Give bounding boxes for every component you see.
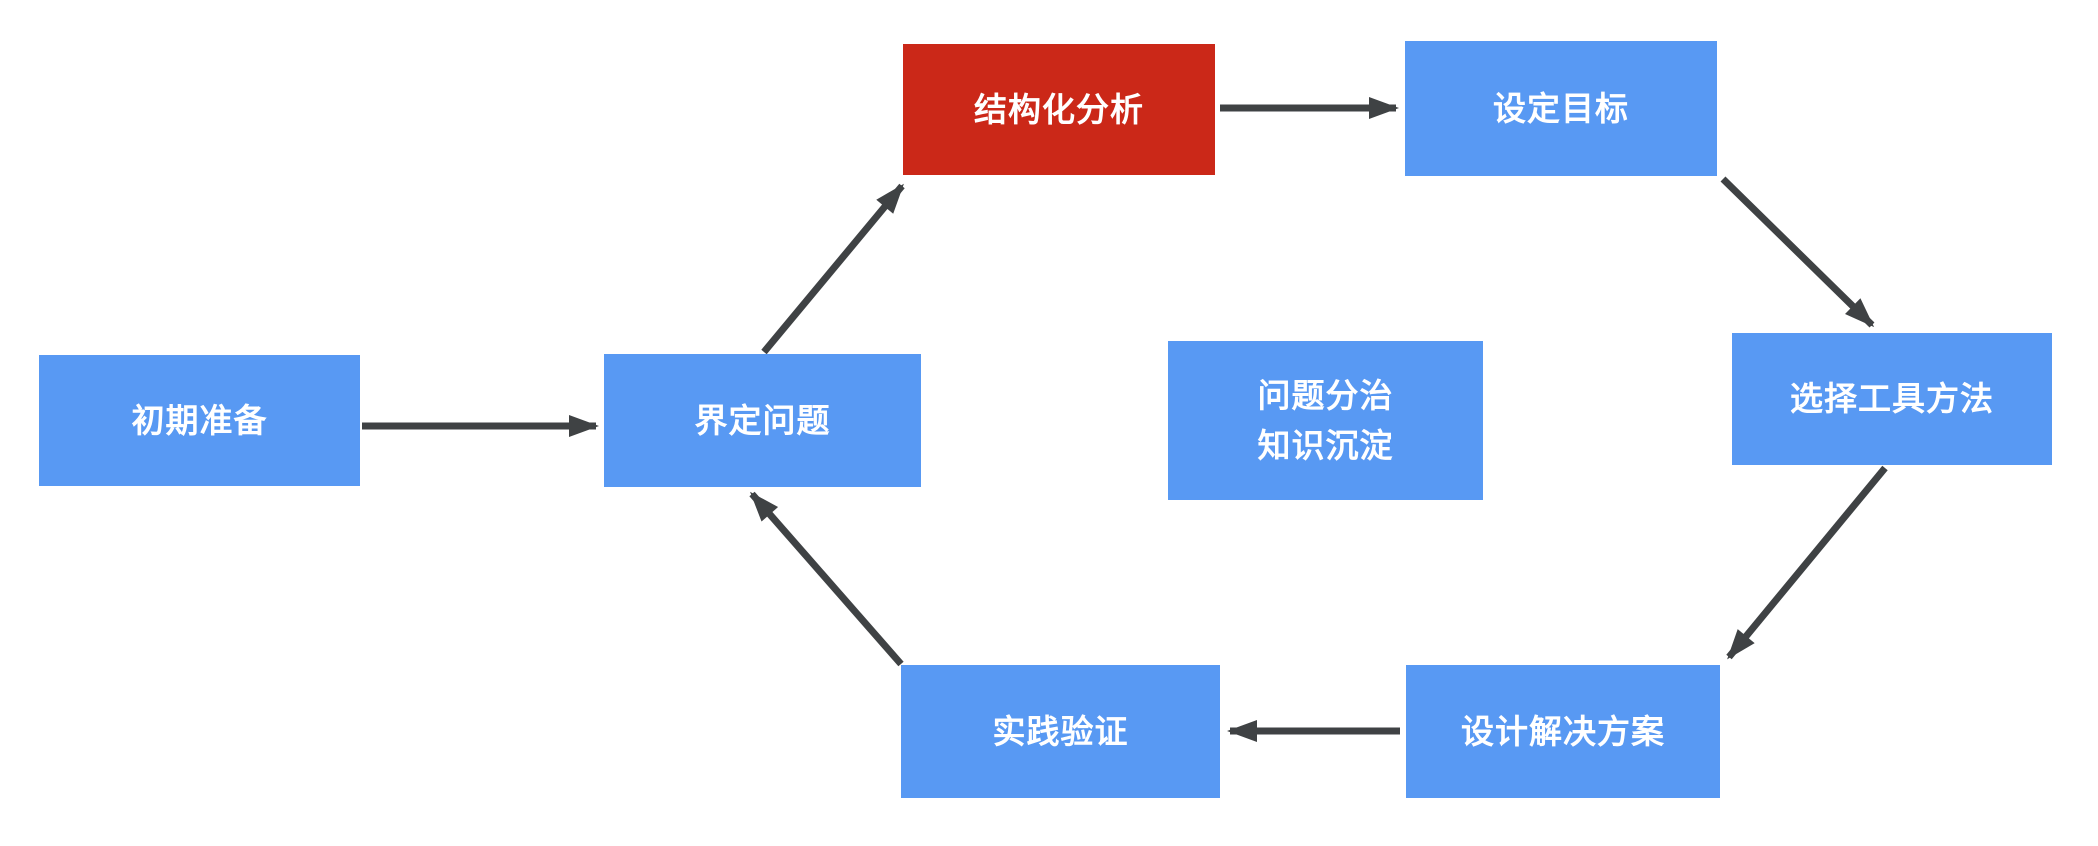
- node-label: 实践验证: [992, 712, 1129, 750]
- node-label: 界定问题: [694, 401, 831, 439]
- node-label: 设定目标: [1493, 89, 1629, 127]
- node-set-goals: 设定目标: [1405, 41, 1717, 176]
- node-label: 设计解决方案: [1461, 712, 1665, 750]
- arrow-goal-to-tools: [1720, 176, 1875, 328]
- node-label-line1: 问题分治: [1257, 376, 1394, 414]
- node-label: 初期准备: [131, 401, 268, 439]
- node-choose-tools-methods: 选择工具方法: [1732, 333, 2052, 465]
- arrow-define-to-analyze: [761, 183, 905, 355]
- node-practice-verification: 实践验证: [901, 665, 1220, 798]
- node-define-problem: 界定问题: [604, 354, 921, 487]
- node-structured-analysis: 结构化分析: [903, 44, 1215, 175]
- node-label: 结构化分析: [974, 90, 1144, 128]
- arrow-practice-to-define: [749, 491, 904, 667]
- node-initial-preparation: 初期准备: [39, 355, 360, 486]
- arrow-tools-to-design: [1726, 465, 1888, 660]
- node-label-line2: 知识沉淀: [1257, 426, 1394, 464]
- node-divide-and-accumulate: 问题分治 知识沉淀: [1168, 341, 1483, 500]
- node-design-solution: 设计解决方案: [1406, 665, 1720, 798]
- node-label: 选择工具方法: [1790, 380, 1994, 417]
